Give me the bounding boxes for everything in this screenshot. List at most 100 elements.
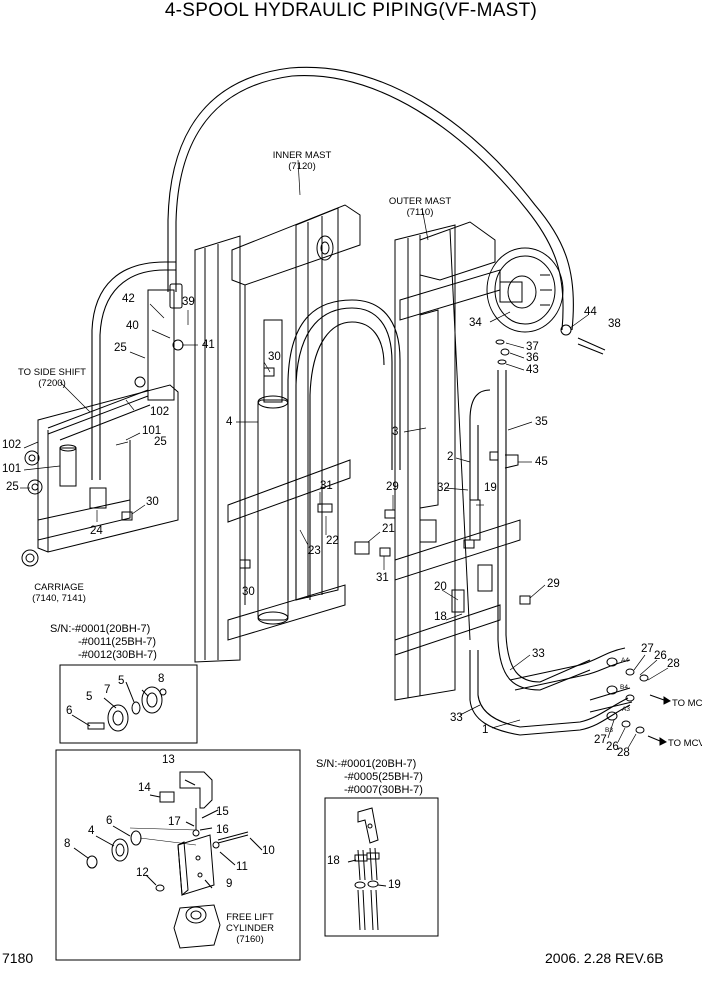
part-number-40: 40: [126, 320, 139, 332]
part-number-5-upper: 5: [118, 675, 125, 687]
part-number-15: 15: [216, 806, 229, 818]
part-number-11: 11: [236, 861, 248, 873]
roller-serial-note: S/N:-#0001(20BH-7) -#0011(25BH-7) -#0012…: [50, 623, 157, 662]
inner-mast-note: INNER MAST (7120): [272, 150, 332, 172]
part-number-30-lower: 30: [242, 586, 255, 598]
part-number-33-lower: 33: [450, 712, 463, 724]
part-number-22: 22: [326, 535, 339, 547]
part-number-27-lower: 27: [594, 734, 607, 746]
part-number-20: 20: [434, 581, 447, 593]
mcv-pipes: [469, 647, 633, 736]
inner-mast-code: (7120): [288, 161, 316, 172]
part-number-16: 16: [216, 824, 229, 836]
bracket-serial-line-3: -#0007(30BH-7): [344, 784, 423, 796]
free-lift-note: FREE LIFT CYLINDER (7160): [218, 912, 282, 945]
part-number-24: 24: [90, 525, 103, 537]
port-label-a3: A3: [622, 706, 630, 713]
part-number-30-upper: 30: [268, 351, 281, 363]
part-number-36: 36: [526, 352, 539, 364]
bracket-serial-line-2: -#0005(25BH-7): [344, 771, 423, 783]
side-shift-label: TO SIDE SHIFT: [18, 367, 86, 378]
part-number-21: 21: [382, 523, 395, 535]
free-lift-label: FREE LIFT: [226, 912, 274, 923]
part-number-10: 10: [262, 845, 275, 857]
side-shift-note: TO SIDE SHIFT (7200): [14, 367, 90, 389]
part-number-2: 2: [447, 451, 454, 463]
port-label-b3: B3: [605, 727, 613, 734]
page-code: 7180: [2, 950, 34, 966]
part-number-41: 41: [202, 339, 215, 351]
part-number-30-carriage: 30: [146, 496, 159, 508]
page-title: 4-SPOOL HYDRAULIC PIPING(VF-MAST): [164, 0, 538, 21]
bracket-serial-note: S/N:-#0001(20BH-7) -#0005(25BH-7) -#0007…: [316, 758, 423, 797]
part-number-14: 14: [138, 782, 151, 794]
part-number-27-upper: 27: [641, 643, 654, 655]
part-number-31-lower: 31: [376, 572, 389, 584]
part-number-25-left: 25: [6, 481, 19, 493]
part-number-4-mast: 4: [226, 416, 233, 428]
part-number-25-right: 25: [154, 436, 167, 448]
part-number-13: 13: [162, 754, 175, 766]
chain-sheave: [486, 247, 606, 355]
part-number-6-detail: 6: [106, 815, 113, 827]
carriage-note: CARRIAGE (7140, 7141): [26, 582, 92, 604]
free-lift-detail-box: [55, 749, 301, 961]
revision-label: 2006. 2.28 REV.6B: [545, 950, 664, 966]
part-number-102-right: 102: [150, 406, 170, 418]
part-number-18-detail: 18: [327, 855, 340, 867]
part-number-44: 44: [584, 306, 597, 318]
part-number-18-mast: 18: [434, 611, 447, 623]
part-number-45: 45: [535, 456, 548, 468]
roller-detail-box: [59, 664, 198, 744]
part-number-1: 1: [482, 724, 489, 736]
part-number-8-roller: 8: [158, 673, 165, 685]
bracket-detail-box: [324, 797, 439, 937]
part-number-3: 3: [392, 426, 399, 438]
part-number-33-upper: 33: [532, 648, 545, 660]
lift-cylinder: [257, 319, 289, 625]
part-number-8-detail: 8: [64, 838, 71, 850]
roller-serial-line-1: S/N:-#0001(20BH-7): [50, 623, 151, 635]
part-number-29-right: 29: [547, 578, 560, 590]
part-number-25-upper: 25: [114, 342, 127, 354]
part-number-23: 23: [308, 545, 321, 557]
part-number-29-left: 29: [386, 481, 399, 493]
part-number-34: 34: [469, 317, 482, 329]
part-number-6-roller: 6: [66, 705, 73, 717]
inner-mast-label: INNER MAST: [272, 150, 332, 161]
carriage-hoses: [91, 261, 176, 480]
lift-chain-hose: [167, 66, 574, 331]
part-number-102-left: 102: [2, 439, 22, 451]
bracket-serial-line-1: S/N:-#0001(20BH-7): [316, 758, 417, 770]
part-number-101-right: 101: [142, 425, 162, 437]
outer-mast-frame: [394, 221, 521, 701]
side-shift-code: (7200): [38, 378, 66, 389]
outer-mast-label: OUTER MAST: [388, 196, 452, 207]
port-label-b4: B4: [620, 684, 628, 691]
part-number-37: 37: [526, 341, 539, 353]
part-number-43: 43: [526, 364, 539, 376]
carriage-assembly: [21, 289, 184, 567]
part-number-42: 42: [122, 293, 135, 305]
part-number-9: 9: [226, 878, 233, 890]
part-number-28-lower: 28: [617, 747, 630, 759]
part-number-35: 35: [535, 416, 548, 428]
to-mcv-note-1: TO MCV: [672, 698, 702, 709]
leader-lines: [20, 159, 669, 749]
part-number-12: 12: [136, 867, 149, 879]
part-number-101-left: 101: [2, 463, 22, 475]
roller-serial-line-2: -#0011(25BH-7): [78, 636, 157, 648]
part-number-7: 7: [104, 684, 111, 696]
part-number-26-upper: 26: [654, 650, 667, 662]
part-number-19-detail: 19: [388, 879, 401, 891]
part-number-38: 38: [608, 318, 621, 330]
roller-serial-line-3: -#0012(30BH-7): [78, 649, 157, 661]
part-number-17: 17: [168, 816, 181, 828]
port-label-a4: A4: [621, 657, 629, 664]
free-lift-code: (7160): [236, 934, 264, 945]
outer-mast-code: (7110): [406, 207, 434, 218]
outer-mast-note: OUTER MAST (7110): [385, 196, 455, 218]
middle-hose-loop: [287, 299, 401, 600]
to-mcv-note-2: TO MCV: [668, 738, 702, 749]
